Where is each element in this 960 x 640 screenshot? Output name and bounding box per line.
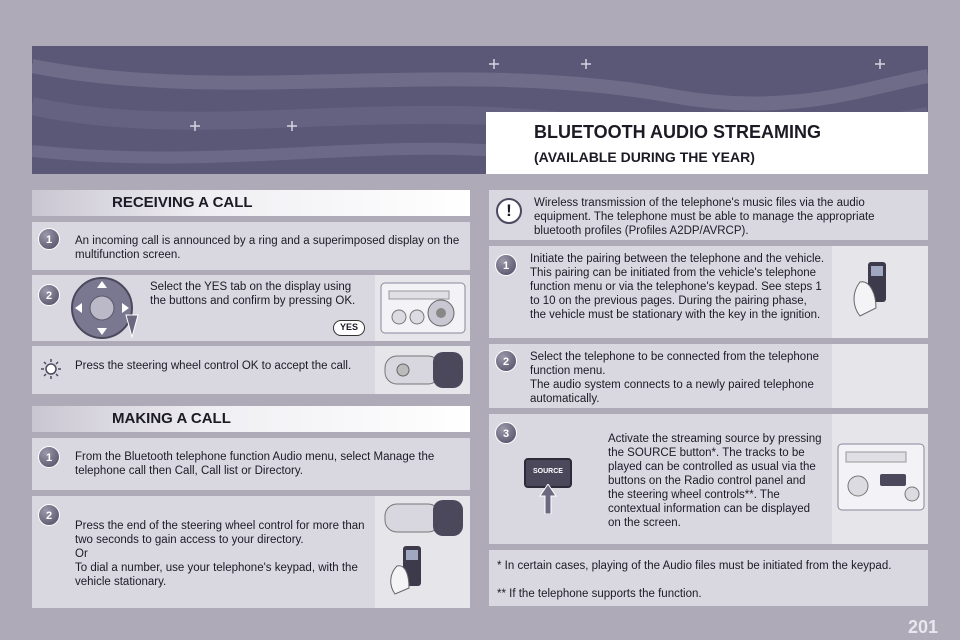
steering-phone-image bbox=[375, 496, 470, 608]
footnote-2: ** If the telephone supports the functio… bbox=[497, 588, 702, 600]
tip-icon bbox=[40, 358, 62, 380]
receiving-step1-panel bbox=[32, 222, 470, 270]
steering-control-image bbox=[375, 346, 470, 394]
source-button-label: SOURCE bbox=[533, 468, 563, 475]
making-step1-text: From the Bluetooth telephone function Au… bbox=[75, 451, 435, 477]
streaming-warning-text: Wireless transmission of the telephone's… bbox=[534, 197, 875, 237]
receiving-call-heading: RECEIVING A CALL bbox=[32, 190, 470, 216]
page-title: BLUETOOTH AUDIO STREAMING bbox=[534, 122, 821, 142]
yes-tab-button: YES bbox=[333, 320, 365, 336]
receiving-step2-text: Select the YES tab on the display using … bbox=[150, 281, 356, 307]
footnote-1: * In certain cases, playing of the Audio… bbox=[497, 560, 892, 572]
step-badge: 1 bbox=[38, 228, 60, 250]
navigation-pad-icon bbox=[62, 275, 146, 341]
streaming-step3-text: Activate the streaming source by pressin… bbox=[608, 433, 822, 529]
step-badge: 2 bbox=[495, 350, 517, 372]
phone-hand-image bbox=[832, 246, 928, 338]
making-call-heading: MAKING A CALL bbox=[32, 406, 470, 432]
streaming-step1-text: Initiate the pairing between the telepho… bbox=[530, 253, 825, 321]
streaming-warning-panel bbox=[489, 190, 928, 240]
making-step2-text: Press the end of the steering wheel cont… bbox=[75, 520, 365, 588]
footnote-panel bbox=[489, 550, 928, 606]
page-subtitle: (AVAILABLE DURING THE YEAR) bbox=[534, 149, 755, 165]
step-badge: 1 bbox=[495, 254, 517, 276]
receiving-tip-text: Press the steering wheel control OK to a… bbox=[75, 360, 352, 372]
step-badge: 2 bbox=[38, 284, 60, 306]
source-button-illustration: SOURCE bbox=[522, 456, 574, 514]
receiving-step1-text: An incoming call is announced by a ring … bbox=[75, 235, 460, 261]
radio-panel-image bbox=[375, 275, 470, 341]
title-box: BLUETOOTH AUDIO STREAMING (AVAILABLE DUR… bbox=[486, 112, 928, 174]
step-badge: 2 bbox=[38, 504, 60, 526]
step2-image-area bbox=[832, 344, 928, 408]
radio-source-image bbox=[832, 414, 928, 544]
page-number: 201 bbox=[907, 617, 938, 637]
step-badge: 3 bbox=[495, 422, 517, 444]
making-step1-panel bbox=[32, 438, 470, 490]
warning-icon: ! bbox=[496, 198, 522, 224]
step-badge: 1 bbox=[38, 446, 60, 468]
streaming-step2-text: Select the telephone to be connected fro… bbox=[530, 351, 819, 405]
